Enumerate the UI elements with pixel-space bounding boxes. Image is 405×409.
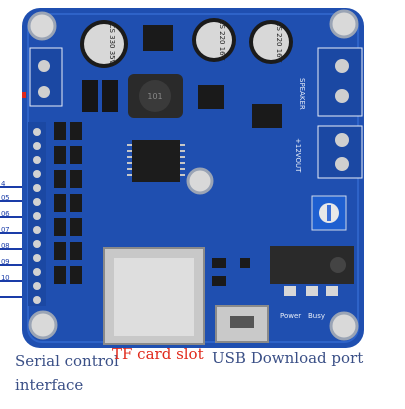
status-leds: Power Busy (280, 286, 338, 320)
svg-text:101: 101 (147, 92, 162, 101)
diode-1 (82, 80, 98, 112)
mount-hole-tl (27, 11, 57, 41)
capacitor-1: CS 330 35V (80, 20, 128, 68)
capacitor-2: CS 220 16V (192, 18, 236, 62)
center-hole (186, 167, 214, 195)
pin-label-07: 07 (1, 226, 10, 234)
mount-hole-tr (329, 9, 359, 39)
pin-leads (0, 186, 22, 298)
mounting-holes (27, 9, 359, 341)
speaker-terminal: SPEAKER (298, 47, 363, 117)
svg-text:SPEAKER: SPEAKER (298, 78, 306, 110)
svg-text:+12VOUT: +12VOUT (294, 138, 302, 173)
mount-hole-br (329, 311, 359, 341)
regulator (198, 85, 224, 109)
svg-text:CS 220 16V: CS 220 16V (275, 22, 283, 63)
mount-hole-bl (28, 310, 58, 340)
pin-label-10: 10 (1, 274, 10, 282)
pin-label-4: 4 (1, 180, 6, 188)
inductor: 101 (128, 74, 183, 118)
volume-pot (311, 195, 347, 231)
svg-text:Power: Power (280, 312, 301, 320)
tf-card-slot (103, 247, 205, 345)
caption-usb-download-port: USB Download port (212, 349, 364, 367)
diode-2 (102, 80, 118, 112)
svg-text:CS 330 35V: CS 330 35V (108, 24, 116, 65)
main-chip (127, 140, 185, 182)
v12-terminal: +12VOUT (294, 125, 363, 179)
pin-label-06: 06 (1, 210, 10, 218)
pin-label-08: 08 (1, 242, 10, 250)
pin-label-05: 05 (1, 194, 10, 202)
pin-label-09: 09 (1, 258, 10, 266)
usb-port (215, 305, 269, 343)
small-ic (143, 25, 173, 51)
amp-chip (252, 104, 282, 128)
power-terminal (29, 47, 63, 107)
serial-header (28, 122, 82, 306)
caption-serial-interface: Serial control interface (15, 352, 119, 394)
svg-text:Busy: Busy (308, 312, 325, 320)
caption-tf-card-slot: TF card slot (112, 345, 204, 363)
svg-text:CS 220 16V: CS 220 16V (218, 20, 226, 61)
capacitor-3: CS 220 16V (249, 20, 293, 64)
